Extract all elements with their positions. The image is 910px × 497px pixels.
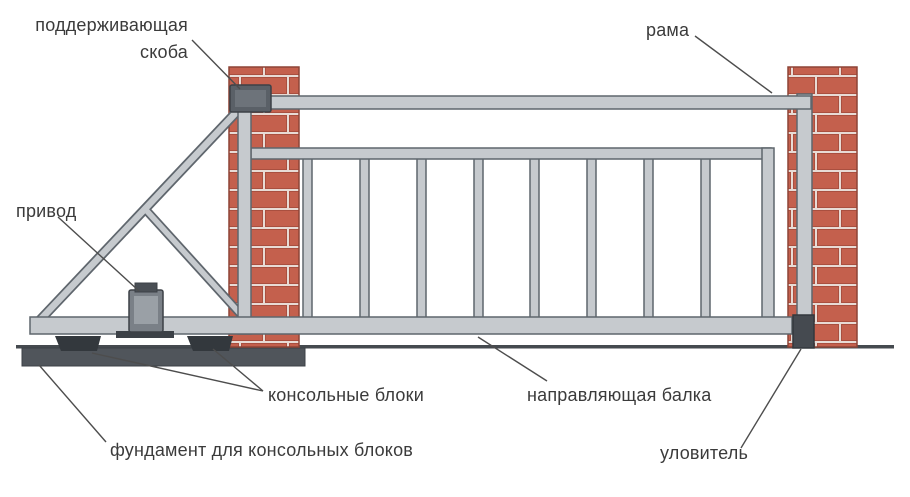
leader-line-frame: [694, 35, 773, 94]
label-console-blocks: консольные блоки: [268, 385, 424, 405]
leader-line-bracket: [191, 39, 241, 90]
ground-line: [16, 345, 894, 349]
panel-right-post: [761, 147, 775, 325]
truss-brace: [143, 208, 247, 320]
cantilever-block-right: [187, 336, 233, 351]
top-beam: [245, 95, 812, 110]
leader-line-block-right: [212, 348, 264, 392]
panel-top-rail: [250, 147, 772, 160]
gate-bar: [586, 156, 597, 319]
gate-bar: [473, 156, 484, 319]
label-guide-beam: направляющая балка: [527, 385, 712, 405]
label-catcher: уловитель: [660, 443, 749, 463]
gate-bar: [416, 156, 427, 319]
guide-beam: [29, 316, 793, 335]
label-frame: рама: [646, 20, 690, 40]
gate-bars: [302, 156, 711, 319]
cantilever-block-left: [55, 336, 101, 351]
frame-left-post: [237, 95, 252, 335]
label-support-bracket-line2: скоба: [140, 42, 188, 62]
support-bracket-face: [235, 90, 266, 107]
gate-bar: [700, 156, 711, 319]
drive-motor: [116, 282, 174, 338]
label-support-bracket-line1: поддерживающая: [35, 15, 188, 35]
leader-line-drive: [57, 216, 140, 292]
motor-front-panel: [134, 296, 158, 324]
catcher-bracket: [792, 314, 815, 349]
leader-lines: [38, 35, 802, 449]
gate-bar: [359, 156, 370, 319]
leader-line-block-left: [91, 352, 264, 392]
leader-line-catcher: [740, 348, 802, 449]
gate-bar: [302, 156, 313, 319]
leader-line-guide-beam: [477, 336, 548, 382]
leader-line-foundation: [38, 364, 107, 443]
label-drive: привод: [16, 201, 77, 221]
gate-bar: [643, 156, 654, 319]
counterweight-truss: [36, 98, 250, 324]
gate-bar: [529, 156, 540, 319]
support-bracket: [229, 84, 272, 113]
label-support-bracket: поддерживающая скоба: [14, 12, 188, 66]
gate-frame: [29, 93, 813, 335]
truss-diagonal: [37, 99, 249, 323]
motor-base-plate: [116, 331, 174, 338]
frame-right-post: [796, 93, 813, 335]
label-foundation: фундамент для консольных блоков: [110, 440, 414, 460]
